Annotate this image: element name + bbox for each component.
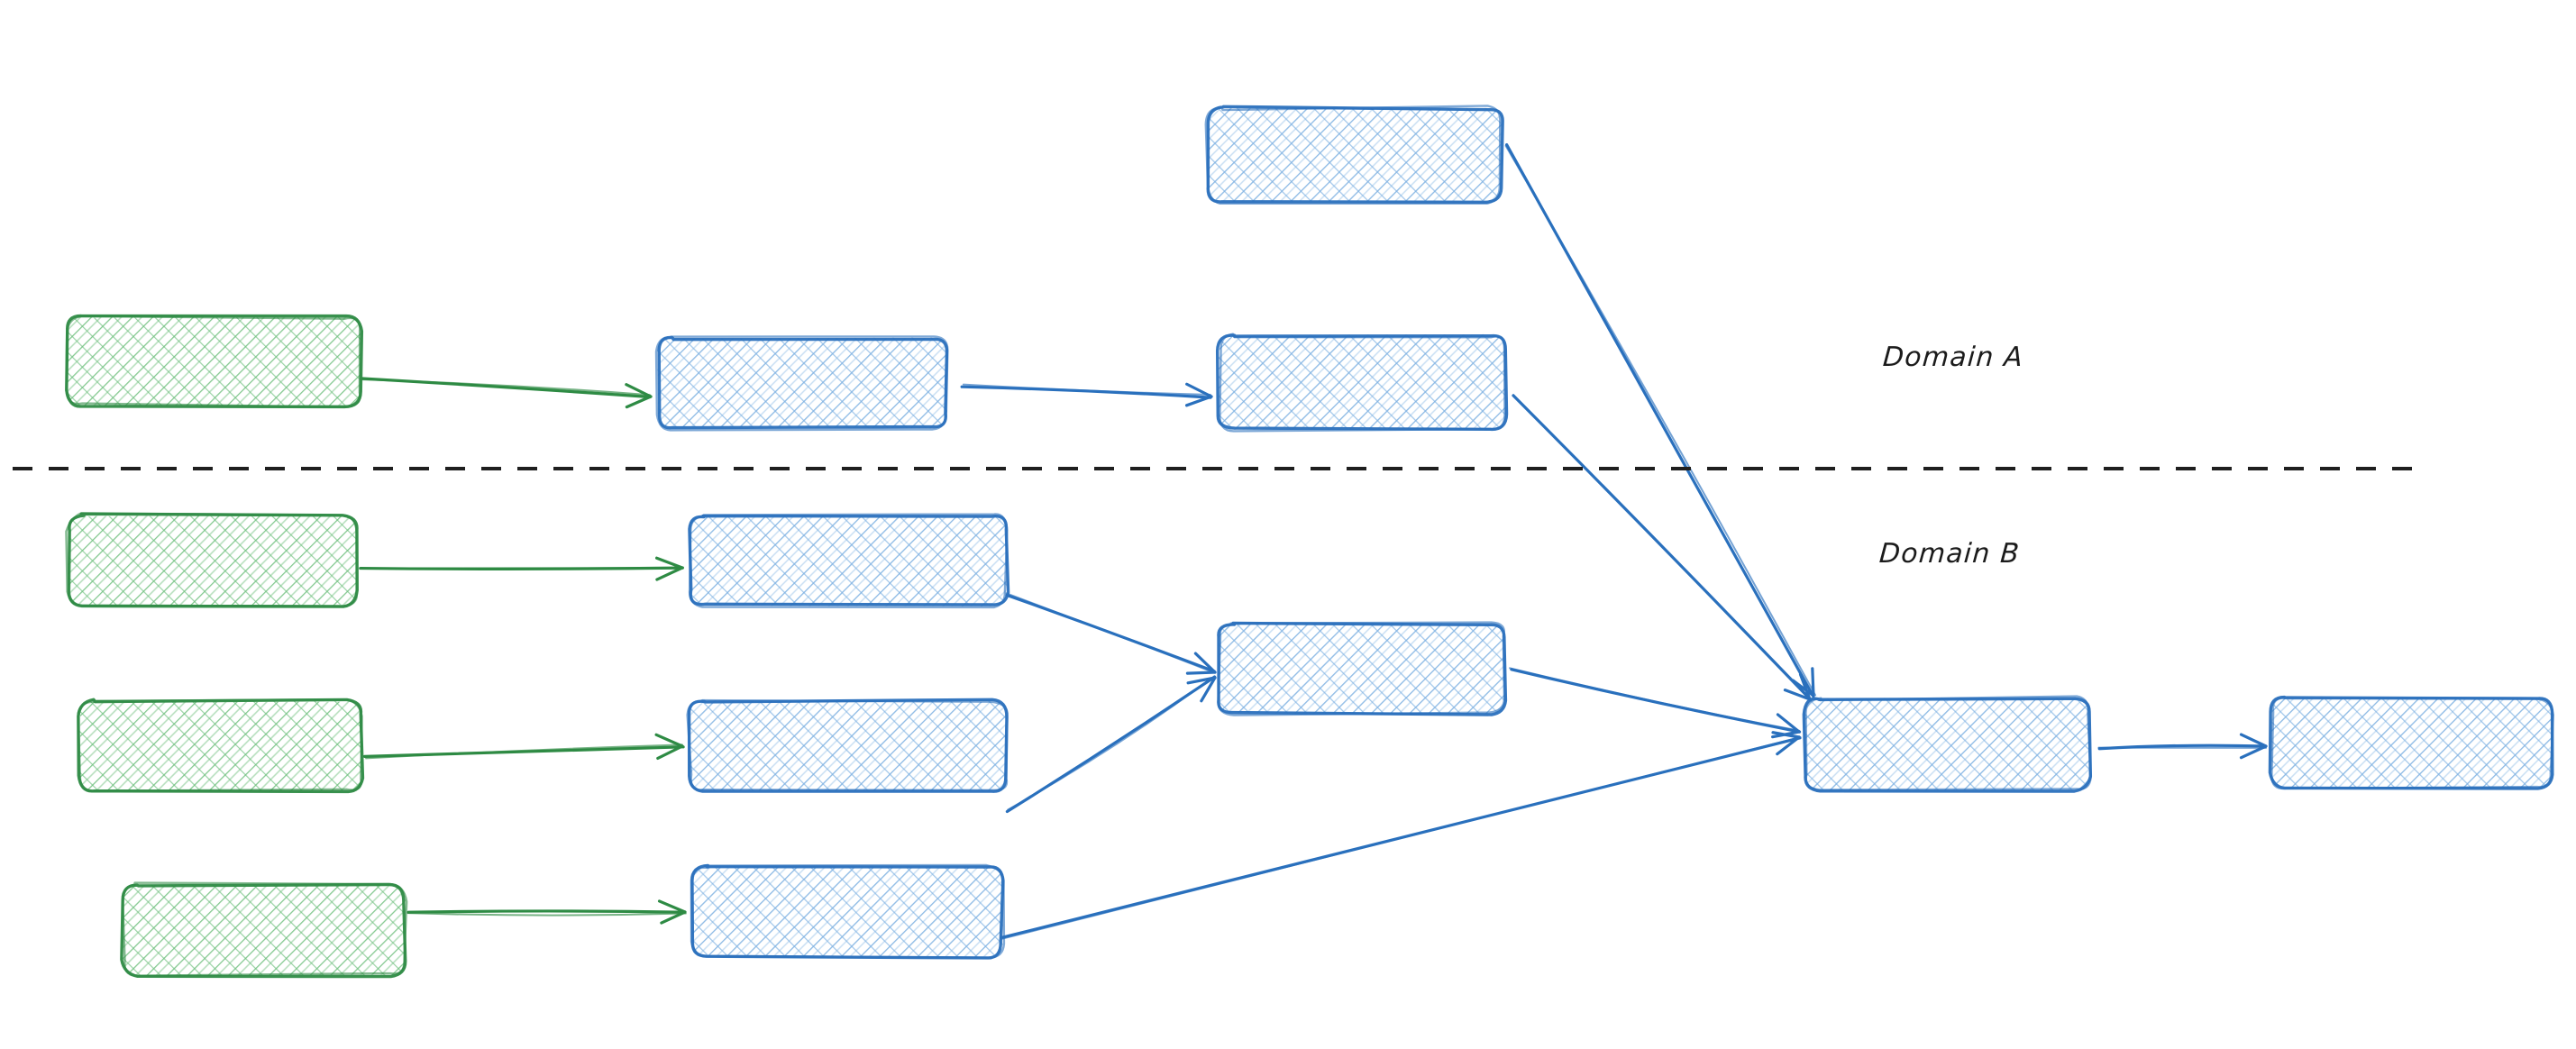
edge-a-proc-2-to-b-hub [1512, 394, 1812, 701]
edge-b-proc-3-to-b-hub [1000, 731, 1802, 940]
node-b-hub[interactable] [1802, 695, 2093, 793]
nodes-layer [65, 105, 2554, 979]
edge-a-top-1-to-b-hub [1504, 142, 1817, 698]
node-b-proc-1[interactable] [688, 513, 1010, 609]
edge-a-src-1-to-a-proc-1 [361, 377, 653, 409]
edge-a-proc-1-to-a-proc-2 [960, 382, 1213, 407]
node-a-top-1[interactable] [1204, 105, 1504, 205]
node-b-sink[interactable] [2268, 695, 2554, 790]
edges-layer [359, 142, 2268, 940]
domain-a-label: Domain A [1881, 342, 2025, 373]
edge-b-src-1-to-b-proc-1 [359, 556, 684, 581]
node-a-proc-2[interactable] [1215, 333, 1509, 433]
node-b-src-1[interactable] [65, 512, 359, 608]
node-a-src-1[interactable] [65, 314, 364, 409]
node-b-src-3[interactable] [120, 881, 408, 979]
node-b-proc-2[interactable] [686, 698, 1009, 793]
edge-b-proc-2-to-b-join [1005, 675, 1217, 814]
node-b-src-2[interactable] [77, 698, 365, 794]
edge-b-hub-to-b-sink [2097, 733, 2268, 760]
node-b-join[interactable] [1217, 621, 1508, 716]
node-a-proc-1[interactable] [654, 335, 949, 432]
node-b-proc-3[interactable] [690, 863, 1006, 960]
domain-b-label: Domain B [1877, 538, 2022, 570]
edge-b-src-2-to-b-proc-2 [362, 733, 685, 761]
edge-b-join-to-b-hub [1509, 667, 1802, 739]
edge-b-proc-1-to-b-join [1005, 592, 1217, 675]
edge-b-src-3-to-b-proc-3 [406, 899, 687, 925]
